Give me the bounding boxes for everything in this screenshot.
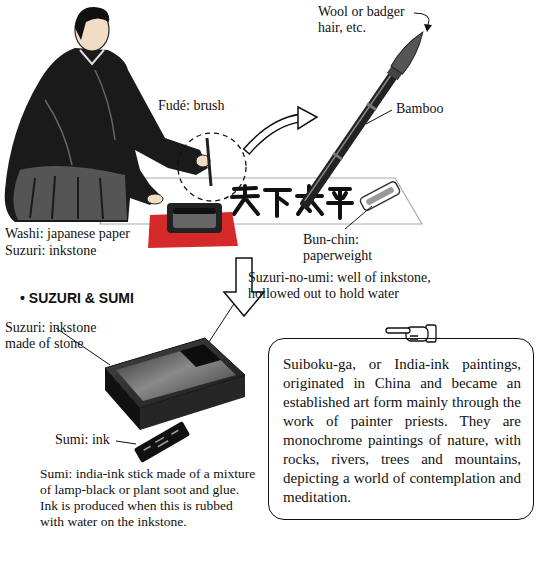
stone-face bbox=[116, 344, 236, 401]
label: Suzuri-no-umi: well of inkstone, hollowe… bbox=[248, 270, 438, 302]
bristles bbox=[391, 28, 429, 74]
arrow-head bbox=[424, 24, 432, 32]
bamboo-node bbox=[366, 102, 377, 111]
label: Suzuri: inkstone bbox=[5, 243, 145, 259]
stone-well bbox=[180, 344, 221, 367]
held-brush bbox=[207, 138, 211, 186]
text-box: Suiboku-ga, or India-ink paintings, orig… bbox=[268, 338, 534, 520]
paperweight-body bbox=[359, 180, 401, 211]
label: Sumi: india-ink stick made of a mixture … bbox=[40, 466, 258, 530]
robe bbox=[5, 48, 208, 222]
inkstone-large bbox=[105, 338, 245, 430]
handle-highlight bbox=[305, 76, 391, 201]
calligraphy bbox=[232, 186, 352, 218]
stick-body bbox=[134, 421, 190, 463]
label: Bun-chin: paperweight bbox=[303, 232, 398, 264]
inkstone-small bbox=[148, 203, 238, 248]
arrow-outline bbox=[246, 118, 300, 152]
brush-stroke bbox=[265, 190, 290, 216]
label: Sumi: ink bbox=[55, 432, 135, 448]
stick-decoration bbox=[143, 429, 180, 453]
leader-line bbox=[116, 441, 136, 444]
label: Wool or badger hair, etc. bbox=[318, 4, 418, 36]
ink-stick bbox=[134, 421, 190, 463]
bamboo-handle bbox=[299, 68, 400, 210]
leader-line bbox=[366, 110, 392, 124]
hollow-arrow bbox=[246, 107, 317, 152]
stone-top bbox=[105, 338, 245, 408]
hakama bbox=[13, 166, 127, 220]
paperweight bbox=[359, 180, 401, 211]
brush-stroke bbox=[232, 186, 258, 214]
collar bbox=[80, 50, 104, 64]
robe-folds bbox=[45, 70, 115, 165]
label: Washi: japanese paper bbox=[5, 226, 150, 242]
hand bbox=[147, 194, 163, 204]
calligrapher bbox=[5, 7, 211, 222]
arrow-fill bbox=[247, 118, 301, 151]
hakama-folds bbox=[30, 176, 103, 219]
label: Bamboo bbox=[396, 101, 456, 117]
inkstone-well bbox=[173, 208, 216, 214]
box-text: Suiboku-ga, or India-ink paintings, orig… bbox=[283, 355, 521, 507]
paperweight-top bbox=[365, 186, 394, 205]
label: Suzuri: inkstone made of stone bbox=[5, 320, 97, 352]
inkstone-body bbox=[167, 203, 222, 233]
brush-stroke bbox=[328, 189, 352, 218]
pointing-hand bbox=[386, 325, 436, 342]
brush bbox=[297, 28, 429, 211]
bamboo-node bbox=[332, 152, 343, 161]
hair bbox=[75, 7, 109, 40]
leader-line bbox=[345, 206, 372, 229]
detail-circle bbox=[178, 133, 246, 201]
finger bbox=[386, 328, 410, 333]
leader-line bbox=[414, 13, 429, 25]
label: Fudé: brush bbox=[158, 98, 248, 114]
arrow-head bbox=[298, 107, 317, 129]
inkstone-face bbox=[173, 208, 216, 228]
label: • SUZURI & SUMI bbox=[20, 290, 180, 306]
